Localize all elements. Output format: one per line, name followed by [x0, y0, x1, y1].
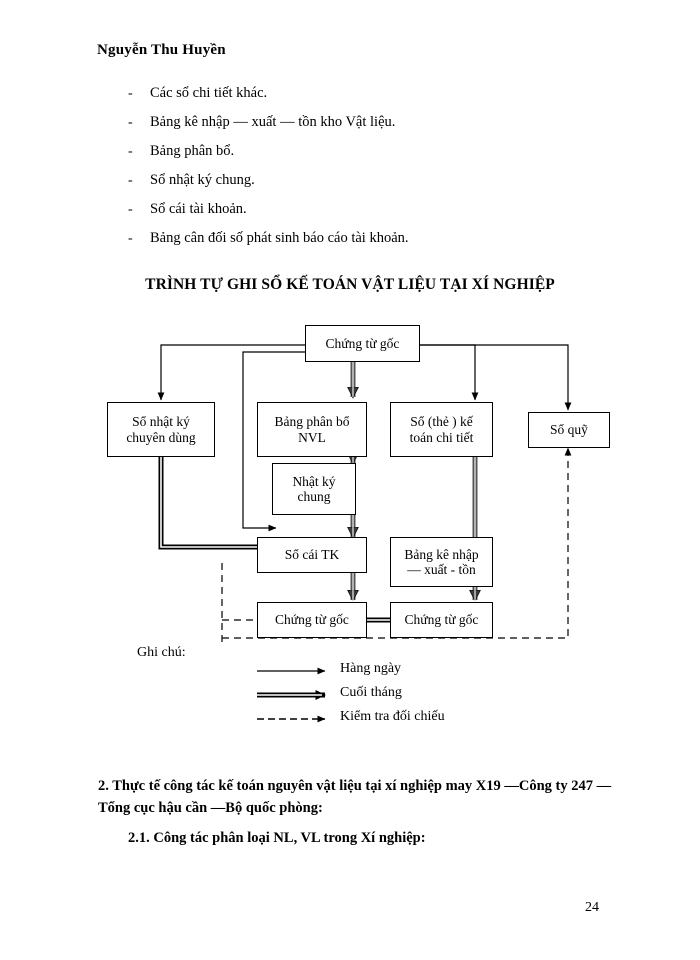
list-item: - Bảng phân bổ.: [128, 143, 558, 172]
bullet-dash-icon: -: [128, 86, 133, 101]
list-item-text: Sổ cái tài khoản.: [150, 201, 247, 217]
legend-item-label: Hàng ngày: [340, 661, 402, 676]
node-label: Chứng từ gốc: [325, 335, 400, 351]
list-item: - Các sổ chi tiết khác.: [128, 85, 558, 114]
running-header-author: Nguyễn Thu Huyền: [97, 42, 226, 58]
legend-item-daily: Hàng ngày: [255, 661, 555, 687]
flowchart-connectors: [157, 344, 572, 645]
node-source-document-right: Chứng từ gốc: [390, 602, 493, 638]
node-source-document-top: Chứng từ gốc: [305, 325, 420, 362]
list-item-text: Sổ nhật ký chung.: [150, 172, 255, 188]
list-item: - Bảng cân đối số phát sinh báo cáo tài …: [128, 230, 558, 259]
legend-title: Ghi chú:: [137, 645, 186, 660]
arrow-single-icon: [257, 667, 326, 675]
bullet-dash-icon: -: [128, 202, 133, 217]
diagram-title: TRÌNH TỰ GHI SỔ KẾ TOÁN VẬT LIỆU TẠI XÍ …: [145, 276, 555, 293]
bullet-list: - Các sổ chi tiết khác. - Bảng kê nhập —…: [128, 85, 558, 259]
list-item: - Sổ nhật ký chung.: [128, 172, 558, 201]
list-item-text: Bảng cân đối số phát sinh báo cáo tài kh…: [150, 230, 409, 246]
node-label: Sổ quỹ: [550, 422, 588, 438]
bullet-dash-icon: -: [128, 115, 133, 130]
legend: Hàng ngày Cuối tháng: [255, 661, 555, 735]
list-item-text: Bảng phân bổ.: [150, 143, 235, 159]
page-number: 24: [585, 900, 599, 915]
node-label-line1: Nhật ký: [292, 473, 336, 489]
bullet-dash-icon: -: [128, 173, 133, 188]
node-inout-table: Bảng kê nhập — xuất - tồn: [390, 537, 493, 587]
node-label-line2: chuyên dùng: [126, 429, 196, 445]
node-general-ledger: Sổ cái TK: [257, 537, 367, 573]
node-label-line1: Sổ (thẻ ) kế: [410, 414, 473, 430]
section-heading-2: 2. Thực tế công tác kế toán nguyên vật l…: [98, 778, 612, 817]
node-label: Sổ cái TK: [284, 547, 340, 563]
legend-item-reconcile: Kiểm tra đối chiếu: [255, 709, 555, 735]
accounting-flowchart: Chứng từ gốc Sổ nhật ký chuyên dùng Bảng…: [0, 315, 700, 745]
list-item-text: Bảng kê nhập — xuất — tồn kho Vật liệu.: [150, 114, 396, 130]
node-label-line2: toán chi tiết: [409, 429, 474, 445]
node-general-journal: Nhật ký chung: [272, 463, 356, 515]
bullet-dash-icon: -: [128, 144, 133, 159]
bullet-dash-icon: -: [128, 231, 133, 246]
node-special-journal: Sổ nhật ký chuyên dùng: [107, 402, 215, 457]
node-source-document-left: Chứng từ gốc: [257, 602, 367, 638]
section-heading-2-1: 2.1. Công tác phân loại NL, VL trong Xí …: [128, 830, 426, 846]
node-allocation-table: Bảng phân bổ NVL: [257, 402, 367, 457]
node-label-line1: Bảng kê nhập: [404, 546, 479, 562]
arrow-dashed-icon: [257, 715, 326, 723]
node-label-line2: — xuất - tồn: [407, 562, 476, 577]
node-label: Chứng từ gốc: [404, 612, 479, 628]
node-detail-ledger: Sổ (thẻ ) kế toán chi tiết: [390, 402, 493, 457]
node-label-line1: Sổ nhật ký: [132, 414, 190, 430]
arrow-double-icon: [257, 690, 326, 700]
node-cash-book: Sổ quỹ: [528, 412, 610, 448]
legend-item-label: Kiểm tra đối chiếu: [340, 709, 445, 724]
node-label: Chứng từ gốc: [275, 612, 349, 628]
node-label-line1: Bảng phân bổ: [274, 414, 350, 430]
list-item-text: Các sổ chi tiết khác.: [150, 85, 268, 101]
node-label-line2: NVL: [298, 429, 326, 445]
list-item: - Bảng kê nhập — xuất — tồn kho Vật liệu…: [128, 114, 558, 143]
legend-item-month-end: Cuối tháng: [255, 685, 555, 711]
list-item: - Sổ cái tài khoản.: [128, 201, 558, 230]
node-label-line2: chung: [297, 489, 331, 504]
legend-item-label: Cuối tháng: [340, 685, 402, 700]
